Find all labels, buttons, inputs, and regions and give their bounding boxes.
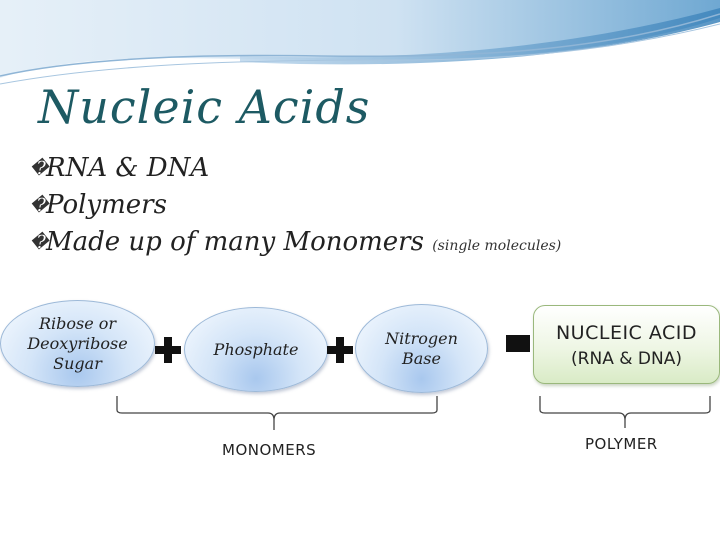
result-subtitle: (RNA & DNA) bbox=[534, 349, 719, 369]
polymer-label: POLYMER bbox=[585, 435, 658, 453]
bullet-item: �Polymers bbox=[46, 187, 561, 224]
bullet-note: (single molecules) bbox=[432, 238, 561, 254]
phosphate-oval: Phosphate bbox=[184, 307, 328, 392]
bullet-glyph: � bbox=[30, 150, 48, 187]
bullet-text: Made up of many Monomers bbox=[46, 227, 424, 257]
plus-horizontal-bar bbox=[155, 346, 181, 354]
sugar-oval: Ribose or Deoxyribose Sugar bbox=[0, 300, 155, 387]
bullet-glyph: � bbox=[30, 187, 48, 224]
phosphate-label: Phosphate bbox=[214, 340, 299, 360]
slide-title: Nucleic Acids bbox=[38, 80, 370, 134]
sugar-label: Ribose or Deoxyribose Sugar bbox=[27, 314, 127, 374]
bullet-item: �Made up of many Monomers (single molecu… bbox=[46, 224, 561, 261]
bullet-list: �RNA & DNA �Polymers �Made up of many Mo… bbox=[46, 150, 561, 261]
header-wave-banner bbox=[0, 0, 720, 90]
polymer-bracket bbox=[533, 394, 718, 432]
minus-operator bbox=[506, 335, 530, 352]
plus-horizontal-bar bbox=[327, 346, 353, 354]
nitrogen-base-label: Nitrogen Base bbox=[385, 329, 458, 369]
bullet-glyph: � bbox=[30, 224, 48, 261]
nucleic-acid-result-box: NUCLEIC ACID (RNA & DNA) bbox=[533, 305, 720, 384]
nitrogen-base-oval: Nitrogen Base bbox=[355, 304, 488, 393]
monomers-label: MONOMERS bbox=[222, 441, 316, 459]
bullet-text: RNA & DNA bbox=[46, 153, 209, 183]
bullet-item: �RNA & DNA bbox=[46, 150, 561, 187]
monomers-bracket bbox=[110, 394, 445, 434]
bullet-text: Polymers bbox=[46, 190, 167, 220]
plus-operator-2 bbox=[327, 337, 353, 363]
result-title: NUCLEIC ACID bbox=[534, 322, 719, 344]
plus-operator-1 bbox=[155, 337, 181, 363]
